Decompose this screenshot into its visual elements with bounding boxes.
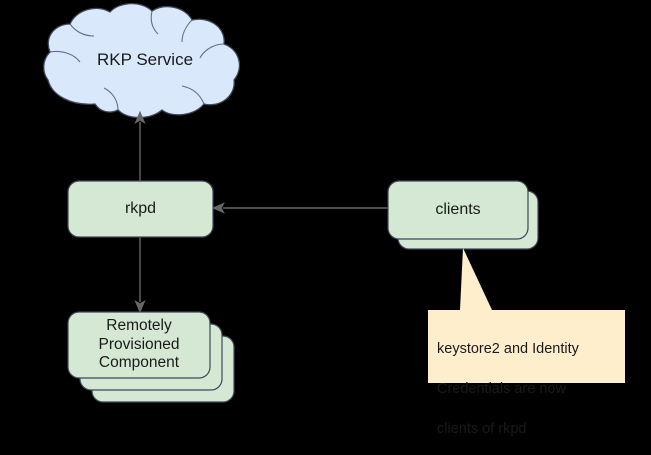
edge-rkpd-to-cloud[interactable] <box>135 112 144 181</box>
cloud-shape-rkp-service[interactable] <box>44 4 240 118</box>
edge-rkpd-to-rpc[interactable] <box>135 237 144 312</box>
node-clients-stack[interactable] <box>388 181 538 249</box>
edge-clients-to-rkpd[interactable] <box>213 203 388 212</box>
node-rpc-stack[interactable] <box>68 312 234 402</box>
node-rkpd[interactable] <box>68 181 213 237</box>
callout-note-shape[interactable] <box>428 248 625 383</box>
